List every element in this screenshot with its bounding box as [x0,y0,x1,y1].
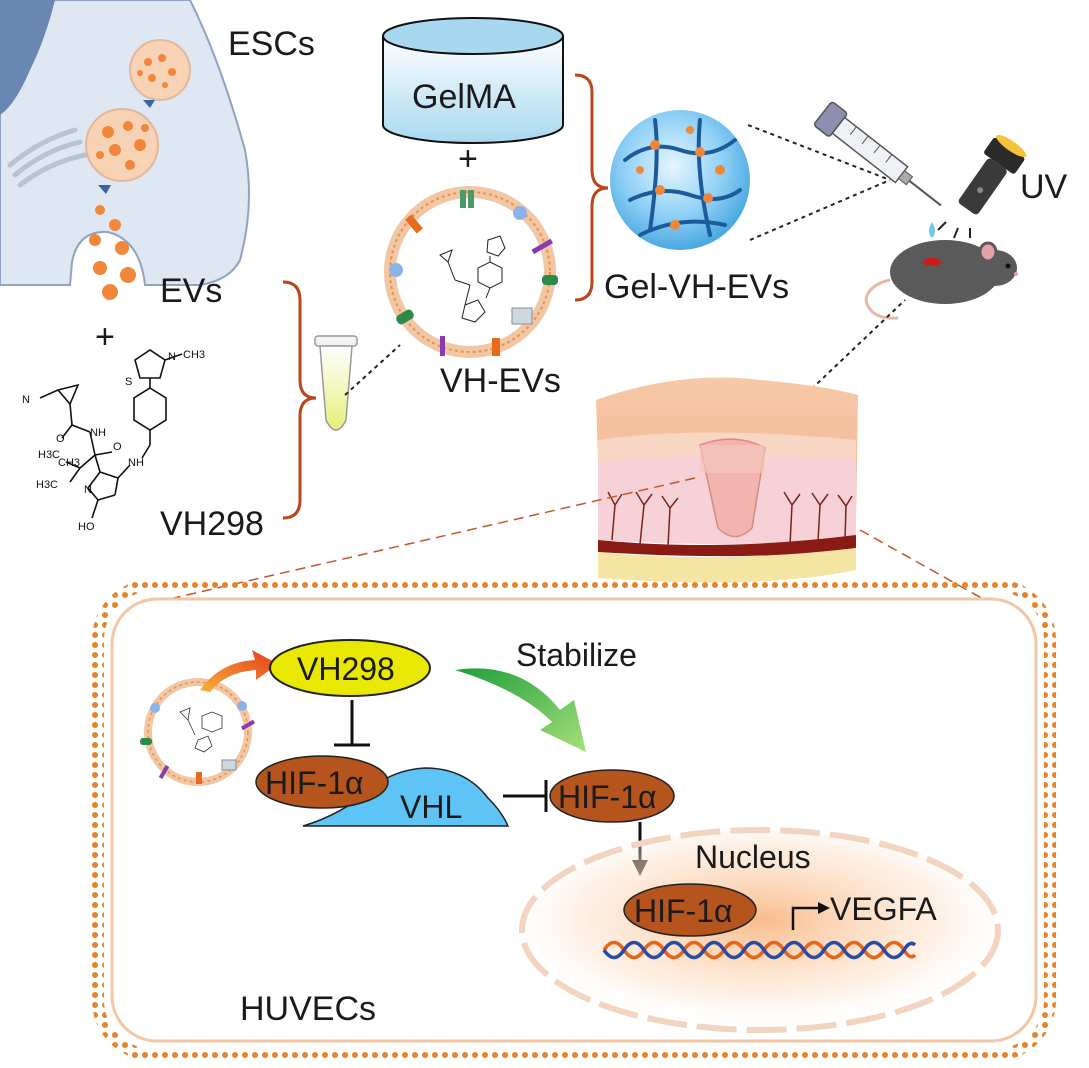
red-arrow-icon [200,650,278,692]
inhibition-symbol [503,780,548,812]
chem-h3c: H3C [38,449,60,461]
gelma-cylinder [382,17,564,144]
dotted-connector [799,299,906,401]
arrow-icon [98,185,111,194]
gel-vh-evs-sphere [610,110,750,250]
chem-o: O [113,441,122,453]
dotted-connector [344,344,401,396]
vh298-compound-label: VH298 [160,505,264,543]
skin-section-icon [596,377,858,583]
evs-label: EVs [160,272,222,310]
nucleus-label: Nucleus [695,839,811,875]
dotted-connector [747,124,891,181]
tube-icon [314,335,358,431]
hif-3-label: HIF-1α [634,893,733,929]
vh-evs-label: VH-EVs [440,362,561,400]
nucleus-region [519,827,1001,1033]
vesicle-icon [85,108,159,182]
transcription-arrow-icon [791,906,820,930]
bracket-icon [282,280,317,520]
chem-n: N [168,351,176,363]
hif-pill [255,755,389,809]
chem-nc: N [22,394,30,406]
chem-nh: NH [128,457,144,469]
uv-label: UV [1020,168,1068,206]
hif-pill [623,883,757,937]
plus-sign: + [95,318,115,356]
chem-ch3: CH3 [58,457,80,469]
esc-cell [0,0,250,300]
golgi-icon [7,127,88,188]
mouse-icon [864,240,1018,320]
chem-h3c: H3C [36,479,58,491]
hif-pill [549,769,675,823]
dna-helix-icon [602,940,917,960]
arrowhead-icon [818,902,830,914]
green-arrow-icon [455,668,586,752]
light-rays-icon [937,221,971,239]
droplet-icon [929,222,935,238]
hif-2-label: HIF-1α [558,779,657,815]
vesicle-icon [129,39,191,101]
escs-label: ESCs [228,25,315,63]
chem-ho: HO [78,521,95,533]
gelma-label: GelMA [412,78,516,116]
vh-ev-small-vesicle [140,678,256,786]
bracket-icon [574,73,609,302]
vh298-pill [269,639,431,697]
inhibition-symbol [334,700,370,747]
syringe-icon [813,101,942,207]
stabilize-label: Stabilize [516,637,637,673]
chem-ch3: CH3 [183,349,205,361]
evs-particles [89,205,136,300]
flashlight-icon [958,134,1027,215]
chem-nh: NH [90,427,106,439]
chem-n: N [84,484,92,496]
gel-vh-evs-label: Gel-VH-EVs [604,268,789,306]
vhl-label: VHL [400,789,462,825]
chem-s: S [125,376,132,388]
plus-sign: + [458,140,478,178]
vh298-structure [39,349,183,519]
huvecs-label: HUVECs [240,990,376,1028]
vh-ev-vesicle [384,186,558,358]
vegfa-label: VEGFA [830,891,937,927]
vh298-pill-label: VH298 [297,651,395,687]
chem-o: O [56,433,65,445]
nucleus-shape [0,0,55,115]
hif-1-label: HIF-1α [265,765,364,801]
dotted-connector [749,179,891,241]
arrow-icon [143,100,155,108]
